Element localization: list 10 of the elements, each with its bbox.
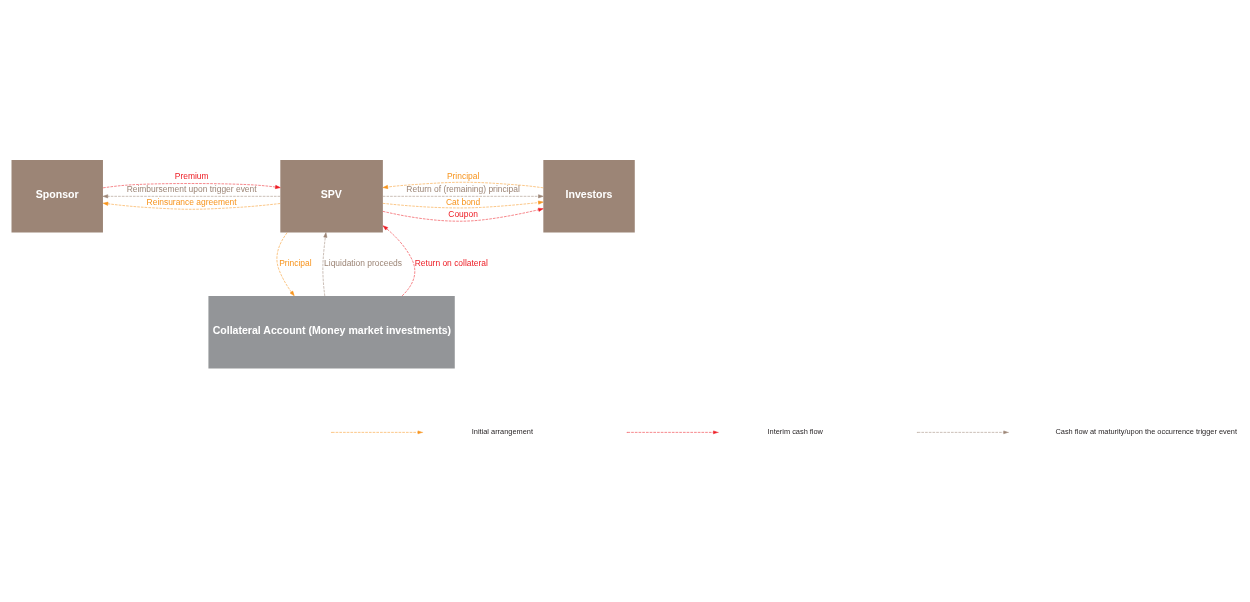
edge-label: Coupon [448,209,478,220]
edge-label: Premium [174,171,209,182]
edge-label: Cat bond [445,196,481,207]
edge-label: Liquidation proceeds [324,258,402,269]
edge-label: Reinsurance agreement [146,196,237,207]
edge-label: Principal [279,258,312,269]
edge-label: Principal [446,171,480,182]
edge-label: Return of (remaining) principal [406,183,520,194]
edge-label: Return on collateral [414,258,488,269]
edge-label: Reimbursement upon trigger event [126,183,257,194]
